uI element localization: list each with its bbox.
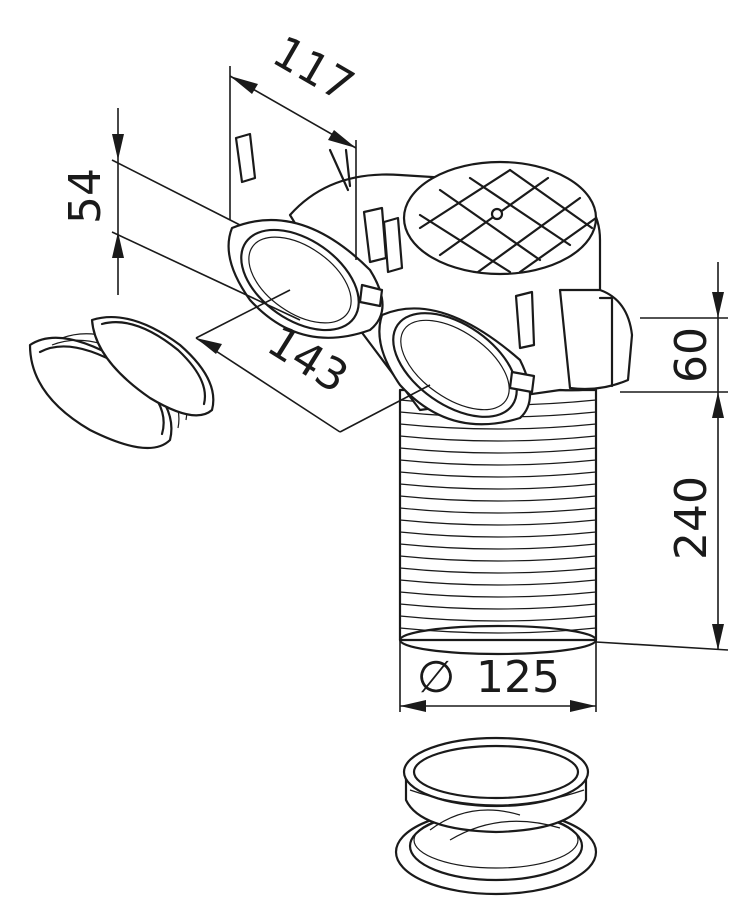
grille-icon [418,168,598,274]
diameter-symbol: ∅ [417,652,455,703]
oval-outlet-left [227,218,384,339]
dim-label-117: 117 [264,26,362,112]
oval-adapter [28,316,215,450]
oval-outlet-right [378,307,531,426]
dim-label-54: 54 [60,168,111,224]
flexible-hose [398,388,598,656]
coupling-ring [394,736,598,896]
dim-label-125: 125 [476,652,560,703]
dim-label-60: 60 [666,327,717,383]
dimension-lines [111,66,729,712]
clip-icon [234,132,536,394]
dim-label-240: 240 [666,476,717,560]
